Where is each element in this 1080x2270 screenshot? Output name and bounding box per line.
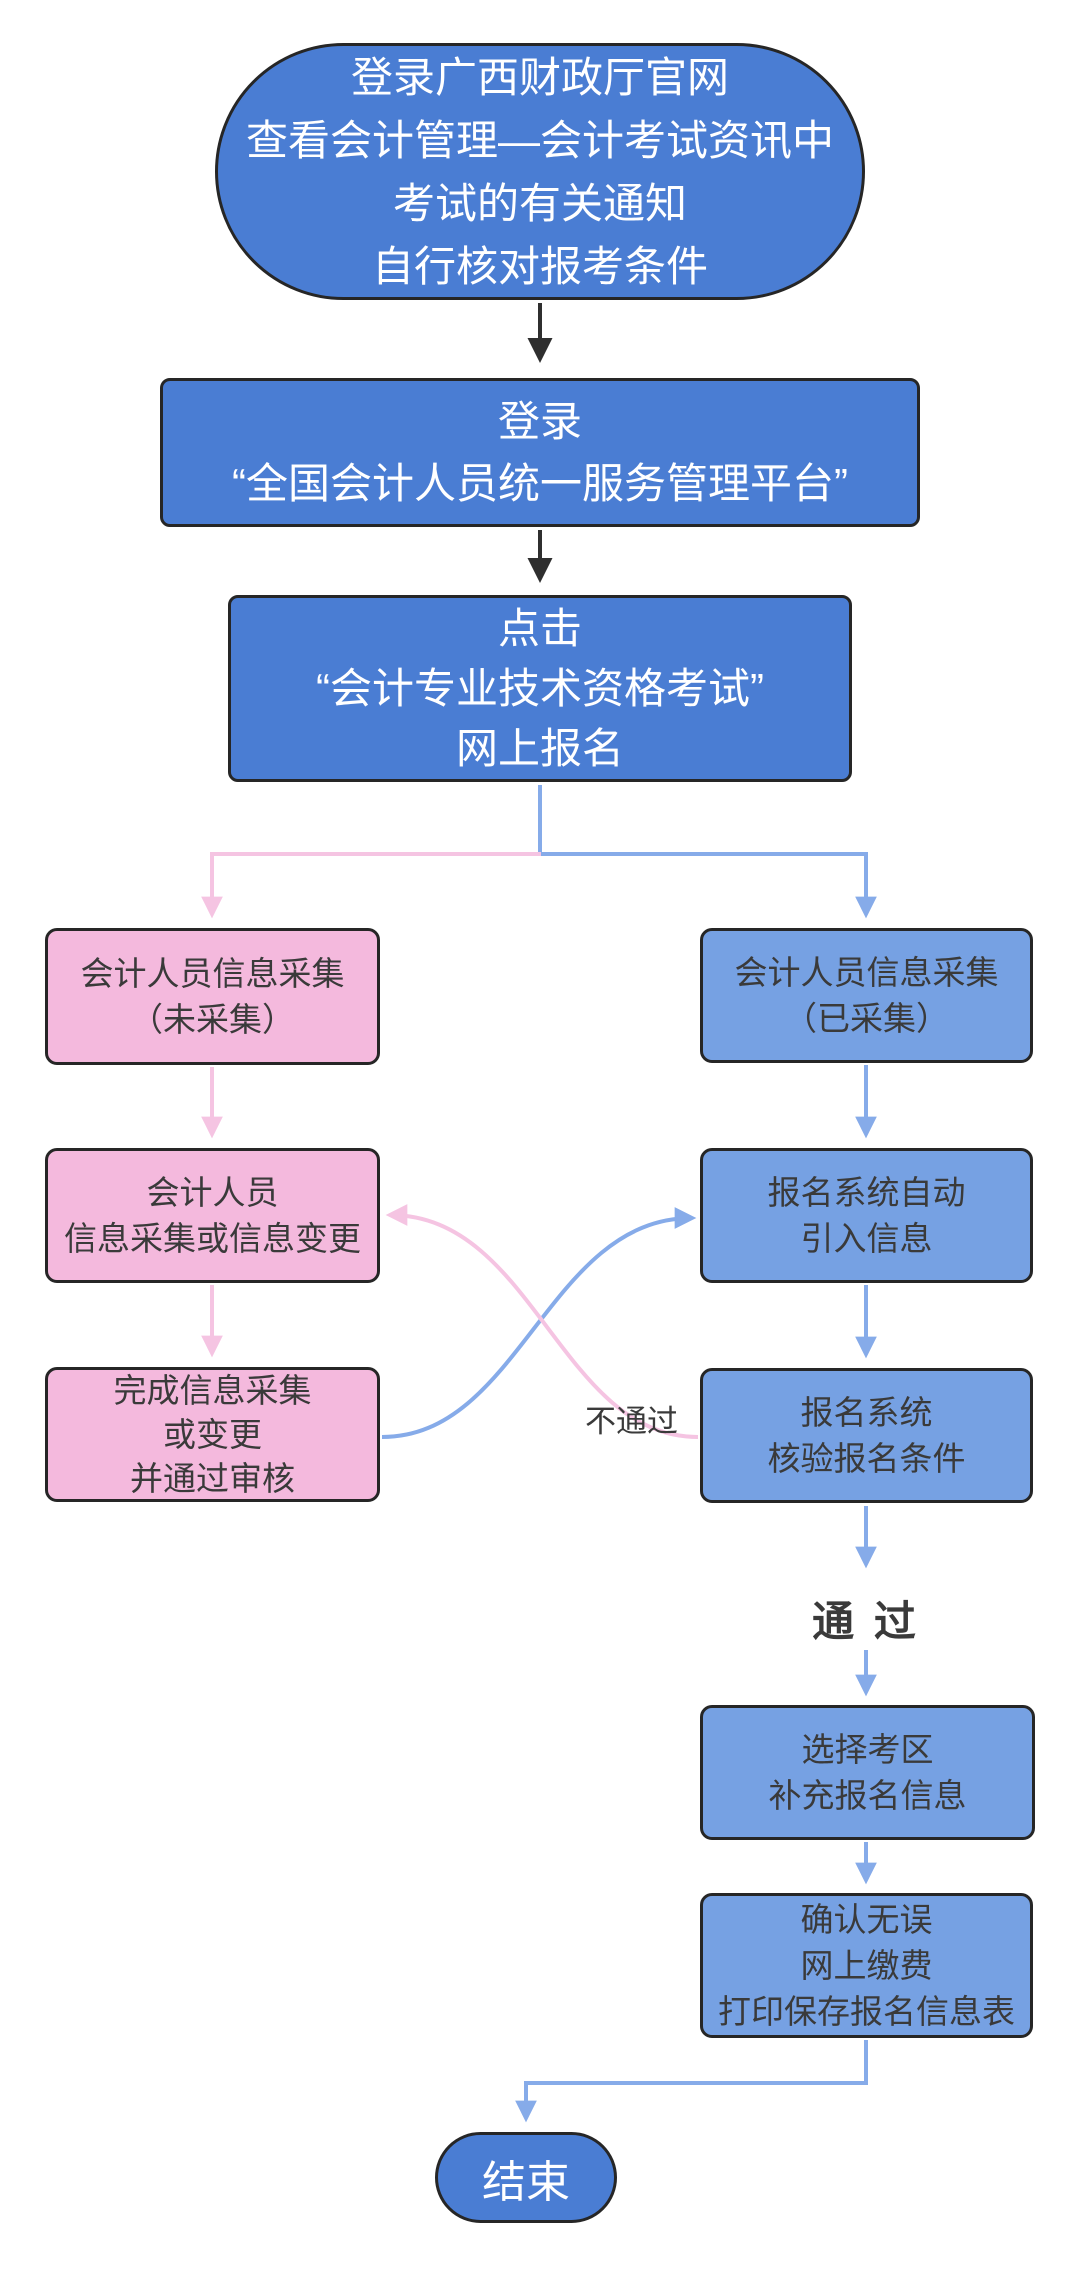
node-click-online-register: 点击 “会计专业技术资格考试” 网上报名 bbox=[228, 595, 852, 782]
node-line: 自行核对报考条件 bbox=[371, 242, 708, 290]
node-line: 网上报名 bbox=[455, 724, 624, 772]
node-line: 会计人员 bbox=[146, 1173, 279, 1211]
node-line: 补充报名信息 bbox=[768, 1776, 967, 1814]
edge-label-fail: 不通过 bbox=[585, 1404, 678, 1439]
node-line: 选择考区 bbox=[801, 1730, 934, 1768]
node-line: 网上缴费 bbox=[800, 1946, 933, 1984]
node-info-collected: 会计人员信息采集 （已采集） bbox=[700, 928, 1033, 1063]
node-line: 完成信息采集 bbox=[113, 1371, 312, 1409]
node-line: 打印保存报名信息表 bbox=[718, 1992, 1015, 2030]
node-auto-import-info: 报名系统自动 引入信息 bbox=[700, 1148, 1033, 1283]
node-collect-or-change-info: 会计人员 信息采集或信息变更 bbox=[45, 1148, 380, 1283]
node-info-not-collected: 会计人员信息采集 （未采集） bbox=[45, 928, 380, 1065]
node-line: 核验报名条件 bbox=[767, 1439, 966, 1477]
node-line: “会计专业技术资格考试” bbox=[316, 664, 764, 712]
node-line: （未采集） bbox=[130, 1000, 295, 1038]
node-line: 结束 bbox=[482, 2157, 570, 2207]
edge-label-pass: 通 过 bbox=[812, 1598, 920, 1645]
node-end: 结束 bbox=[435, 2132, 617, 2223]
node-line: 报名系统 bbox=[800, 1393, 933, 1431]
node-verify-conditions: 报名系统 核验报名条件 bbox=[700, 1368, 1033, 1503]
node-line: 考试的有关通知 bbox=[392, 179, 687, 227]
node-line: 登录 bbox=[497, 397, 582, 445]
node-line: 信息采集或信息变更 bbox=[64, 1219, 361, 1257]
node-finish-collect-audit: 完成信息采集 或变更 并通过审核 bbox=[45, 1367, 380, 1502]
node-line: 并通过审核 bbox=[130, 1459, 295, 1497]
node-line: 引入信息 bbox=[800, 1219, 933, 1257]
node-line: 会计人员信息采集 bbox=[80, 954, 345, 992]
node-line: 或变更 bbox=[163, 1415, 262, 1453]
node-line: 报名系统自动 bbox=[767, 1173, 966, 1211]
node-line: 确认无误 bbox=[800, 1900, 933, 1938]
node-login-platform: 登录 “全国会计人员统一服务管理平台” bbox=[160, 378, 920, 527]
node-line: “全国会计人员统一服务管理平台” bbox=[232, 459, 848, 507]
node-choose-exam-area: 选择考区 补充报名信息 bbox=[700, 1705, 1035, 1840]
node-line: 点击 bbox=[497, 604, 582, 652]
node-confirm-pay-print: 确认无误 网上缴费 打印保存报名信息表 bbox=[700, 1893, 1033, 2038]
node-start-check-notice: 登录广西财政厅官网 查看会计管理—会计考试资讯中 考试的有关通知 自行核对报考条… bbox=[215, 43, 865, 300]
node-line: 查看会计管理—会计考试资讯中 bbox=[245, 116, 834, 164]
node-line: 会计人员信息采集 bbox=[734, 953, 999, 991]
node-line: （已采集） bbox=[784, 999, 949, 1037]
node-line: 登录广西财政厅官网 bbox=[350, 53, 729, 101]
